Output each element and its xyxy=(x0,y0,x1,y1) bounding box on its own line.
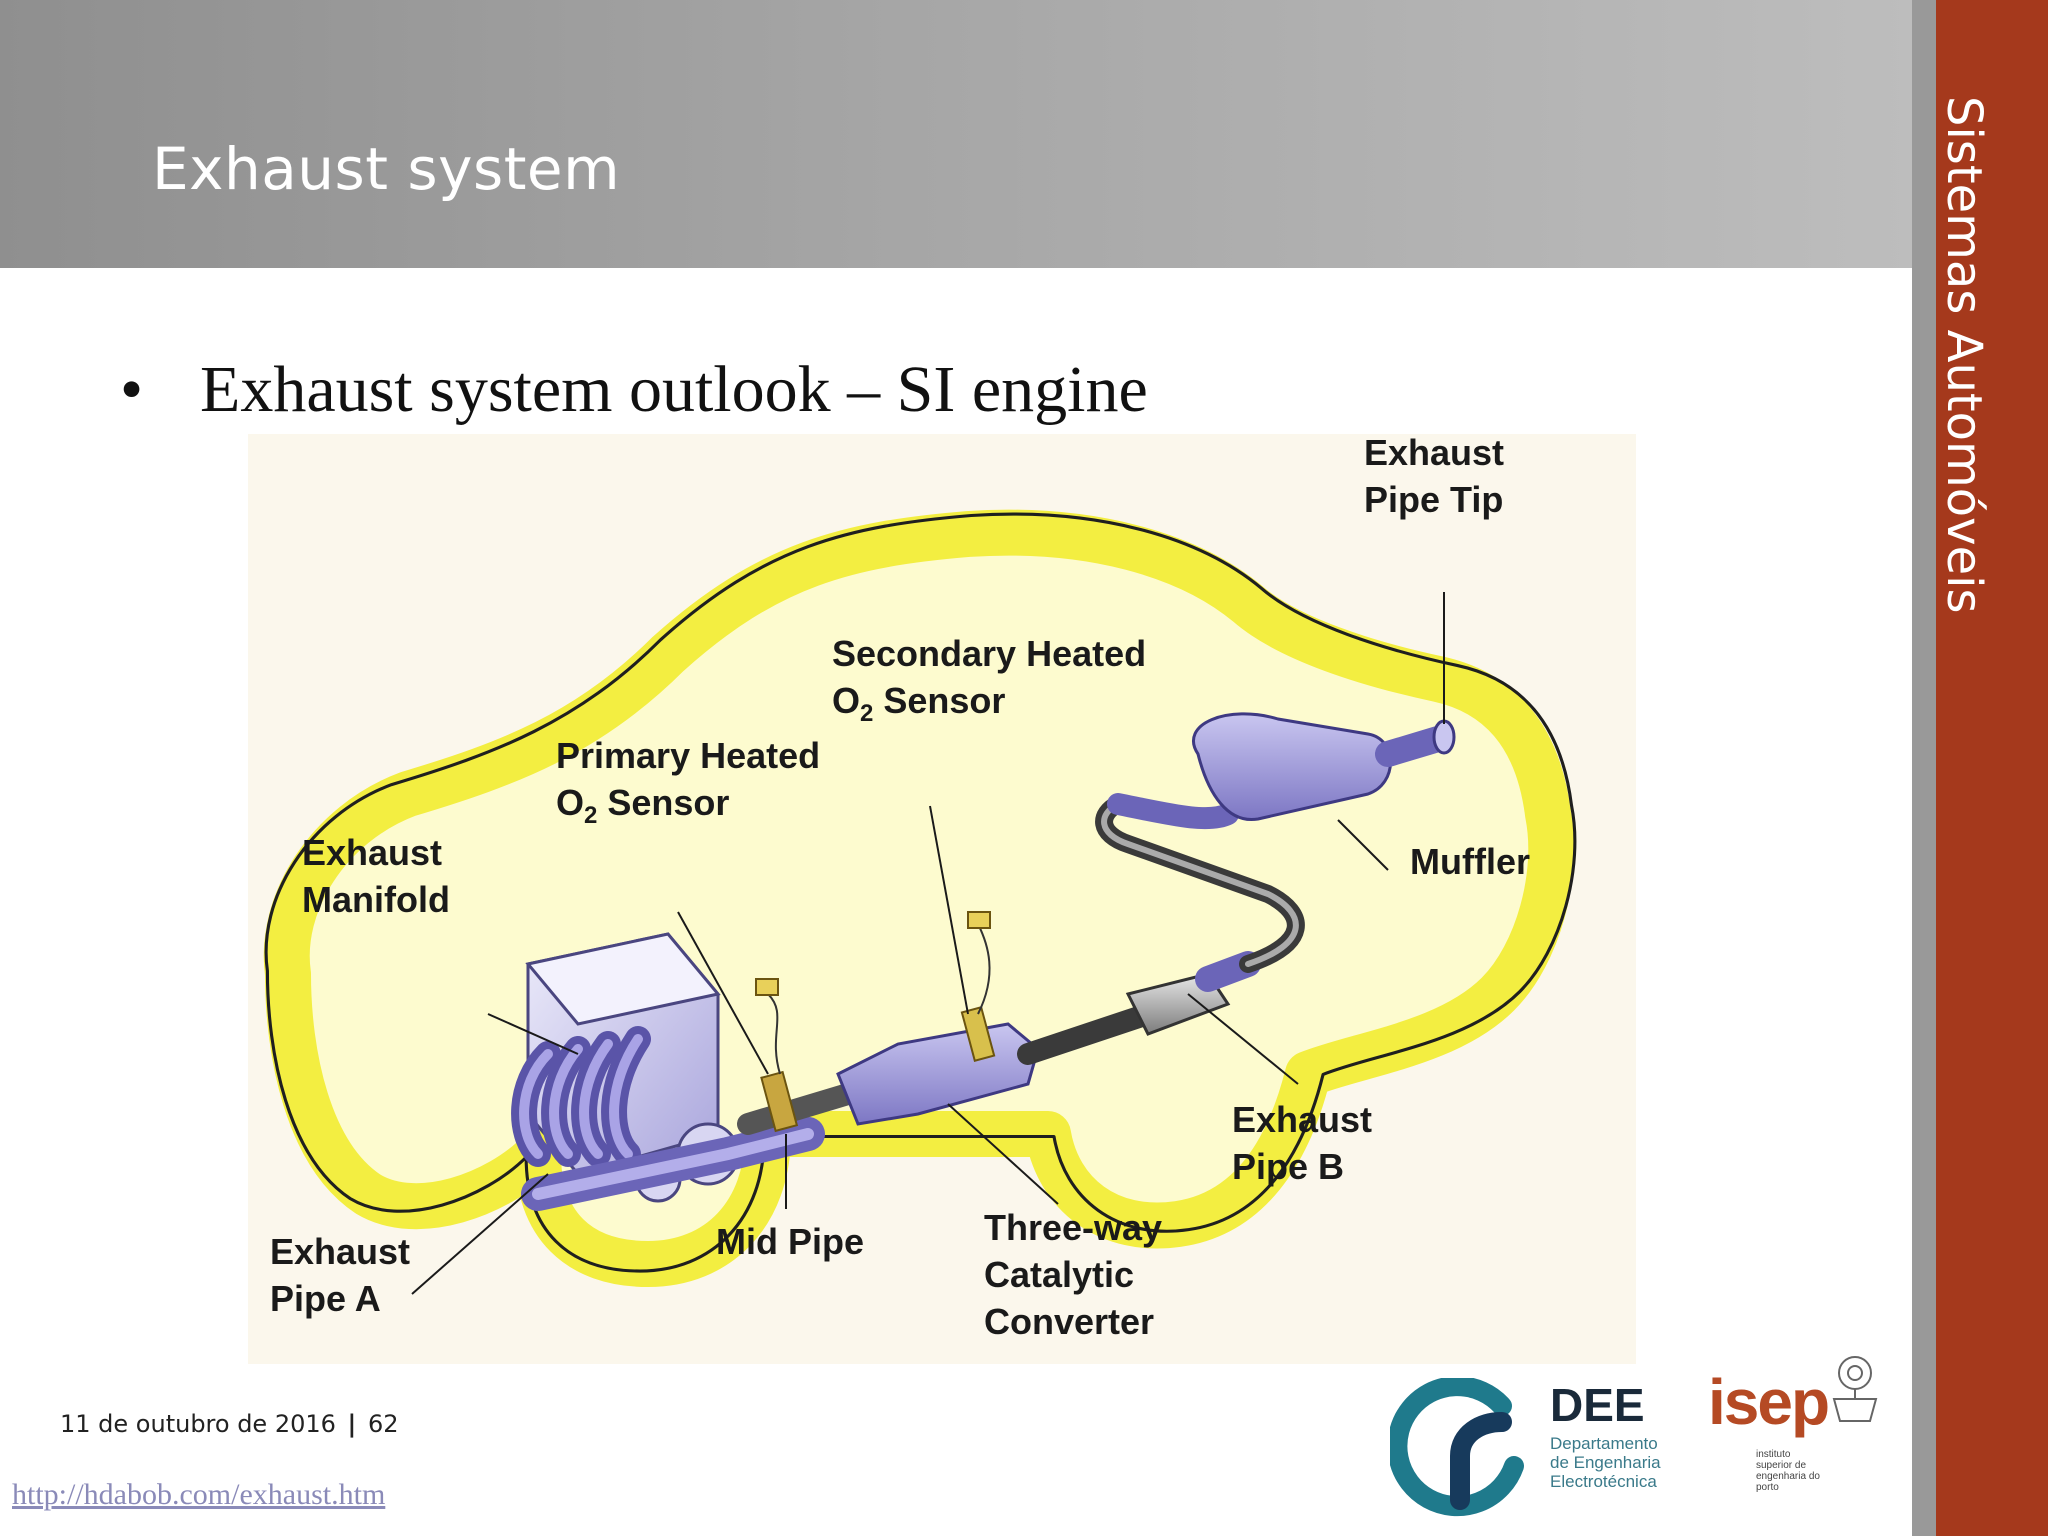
label-exhaust-pipe-tip-line-2: Pipe Tip xyxy=(1364,479,1504,520)
label-exhaust-manifold: Exhaust Manifold xyxy=(302,829,450,923)
dee-sub-3: Electrotécnica xyxy=(1550,1472,1657,1491)
label-exhaust-pipe-b-line-1: Exhaust xyxy=(1232,1099,1373,1140)
side-band xyxy=(1936,0,2048,1536)
slide-title: Exhaust system xyxy=(152,135,621,203)
label-catalytic-converter-line-3: Converter xyxy=(984,1301,1155,1342)
label-muffler: Muffler xyxy=(1410,841,1530,882)
label-catalytic-converter: Three-way Catalytic Converter xyxy=(984,1204,1162,1345)
label-exhaust-pipe-a-line-2: Pipe A xyxy=(270,1278,381,1319)
label-primary-sensor-line-1: Primary Heated xyxy=(556,735,821,776)
bullet-text: Exhaust system outlook – SI engine xyxy=(200,353,1148,426)
mid-pipe-part xyxy=(737,1083,859,1135)
exhaust-diagram-illustration xyxy=(263,509,1577,1295)
isep-sub-4: porto xyxy=(1756,1482,1779,1493)
slide-header: Exhaust system xyxy=(0,0,1912,268)
label-secondary-sensor-subscript: 2 xyxy=(860,700,874,727)
label-primary-sensor: Primary Heated O2 Sensor xyxy=(556,732,820,839)
label-exhaust-pipe-b: Exhaust Pipe B xyxy=(1232,1096,1372,1190)
isep-sub-2: superior de xyxy=(1756,1460,1807,1471)
isep-logo-word: isep xyxy=(1708,1366,1830,1438)
label-primary-sensor-subscript: 2 xyxy=(584,802,598,829)
dee-logo-mark xyxy=(1390,1378,1524,1517)
leader-lines xyxy=(411,592,1445,1295)
label-catalytic-converter-line-2: Catalytic xyxy=(984,1254,1135,1295)
dee-sub-1: Departamento xyxy=(1550,1434,1658,1453)
isep-sub-3: engenharia do xyxy=(1756,1471,1820,1482)
exhaust-pipe-b-part xyxy=(1017,795,1305,1065)
footer-date-text: 11 de outubro de 2016 xyxy=(60,1410,336,1438)
bullet-icon: • xyxy=(120,353,144,426)
label-primary-sensor-o: O xyxy=(556,782,585,823)
label-secondary-sensor-rest: Sensor xyxy=(873,680,1006,721)
label-exhaust-pipe-b-line-2: Pipe B xyxy=(1232,1146,1345,1187)
label-primary-sensor-rest: Sensor xyxy=(597,782,730,823)
label-exhaust-manifold-line-1: Exhaust xyxy=(302,832,443,873)
label-exhaust-pipe-tip-line-1: Exhaust xyxy=(1364,432,1505,473)
side-divider xyxy=(1912,0,1936,1536)
dee-logo-word: DEE xyxy=(1550,1379,1645,1431)
muffler-part xyxy=(1107,712,1456,830)
isep-logo-subtitle: instituto superior de engenharia do port… xyxy=(1756,1449,1846,1493)
isep-logo: isep instituto superior de engenharia do… xyxy=(1700,1345,1890,1515)
car-outline xyxy=(263,509,1577,1287)
label-catalytic-converter-line-1: Three-way xyxy=(984,1207,1163,1248)
dee-logo: DEE Departamento de Engenharia Electroté… xyxy=(1390,1370,1690,1520)
label-secondary-sensor: Secondary Heated O2 Sensor xyxy=(832,630,1146,737)
footer-page-number: 62 xyxy=(367,1410,399,1438)
label-mid-pipe: Mid Pipe xyxy=(716,1221,865,1262)
isep-crest-icon xyxy=(1832,1356,1878,1422)
footer-date: 11 de outubro de 2016 | 62 xyxy=(60,1410,399,1438)
dee-logo-subtitle: Departamento de Engenharia Electrotécnic… xyxy=(1550,1434,1690,1491)
label-exhaust-manifold-line-2: Manifold xyxy=(302,879,450,920)
catalytic-converter-part xyxy=(836,1006,1040,1126)
label-secondary-sensor-o: O xyxy=(832,680,861,721)
footer-separator: | xyxy=(347,1410,357,1438)
dee-sub-2: de Engenharia xyxy=(1550,1453,1661,1472)
isep-sub-1: instituto xyxy=(1756,1449,1791,1460)
exhaust-diagram: Exhaust Pipe Tip Secondary Heated O2 Sen… xyxy=(248,432,1636,1364)
side-band-text: Sistemas Automóveis xyxy=(1936,96,1992,614)
label-exhaust-pipe-a-line-1: Exhaust xyxy=(270,1231,411,1272)
source-link[interactable]: http://hdabob.com/exhaust.htm xyxy=(12,1478,386,1511)
label-secondary-sensor-line-1: Secondary Heated xyxy=(832,633,1147,674)
label-exhaust-pipe-tip: Exhaust Pipe Tip xyxy=(1364,429,1504,523)
label-exhaust-pipe-a: Exhaust Pipe A xyxy=(270,1228,410,1322)
